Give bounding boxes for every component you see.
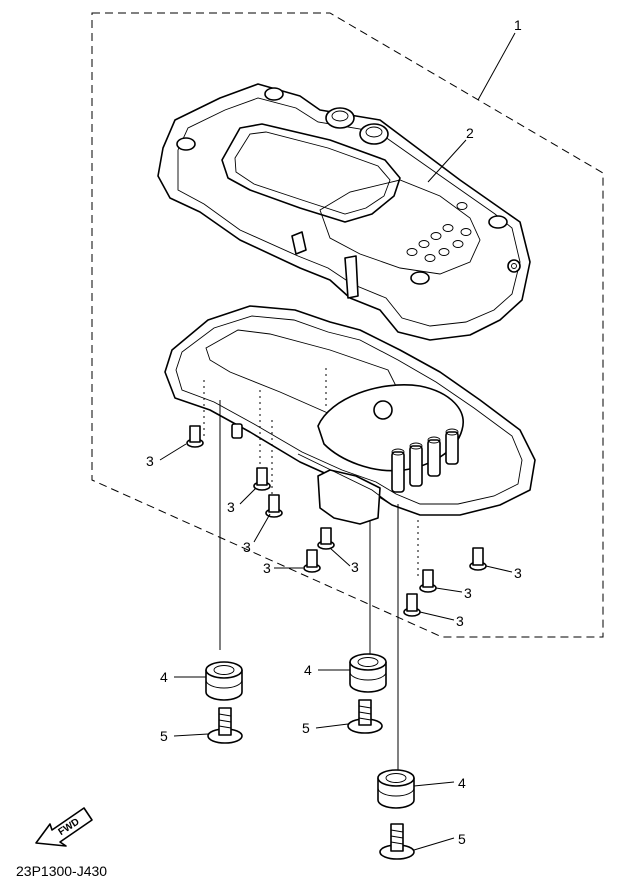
callout-3: 3 — [263, 560, 271, 576]
callout-4: 4 — [304, 662, 312, 678]
callout-3: 3 — [514, 565, 522, 581]
callout-3: 3 — [243, 539, 251, 555]
assembly-boundary — [91, 12, 604, 638]
callout-3: 3 — [464, 585, 472, 601]
screw — [419, 569, 437, 593]
callout-5: 5 — [458, 831, 466, 847]
screw — [317, 527, 335, 550]
callout-3: 3 — [456, 613, 464, 629]
callout-2: 2 — [466, 125, 474, 141]
grommet — [377, 769, 415, 809]
callout-5: 5 — [160, 728, 168, 744]
callout-4: 4 — [458, 775, 466, 791]
screw — [186, 425, 204, 448]
grommet — [205, 661, 243, 701]
meter-case — [164, 305, 536, 525]
grommet — [349, 653, 387, 693]
screw — [403, 593, 421, 617]
diagram-code: 23P1300-J430 — [16, 863, 107, 879]
callout-4: 4 — [160, 669, 168, 685]
tachometer-dial — [317, 384, 464, 472]
screw — [265, 494, 283, 518]
callout-3: 3 — [146, 453, 154, 469]
fwd-arrow-icon: FWD — [35, 807, 93, 847]
callout-5: 5 — [302, 720, 310, 736]
callout-3: 3 — [351, 559, 359, 575]
meter-cover — [157, 83, 531, 341]
callout-3: 3 — [227, 499, 235, 515]
collar-bolt — [379, 823, 415, 860]
collar-bolt — [347, 699, 383, 734]
screw — [253, 467, 271, 491]
button-panel — [319, 179, 481, 275]
collar-bolt — [207, 707, 243, 744]
screw — [303, 549, 321, 573]
screw — [469, 547, 487, 571]
callout-1: 1 — [514, 17, 522, 33]
display-window — [221, 123, 401, 223]
